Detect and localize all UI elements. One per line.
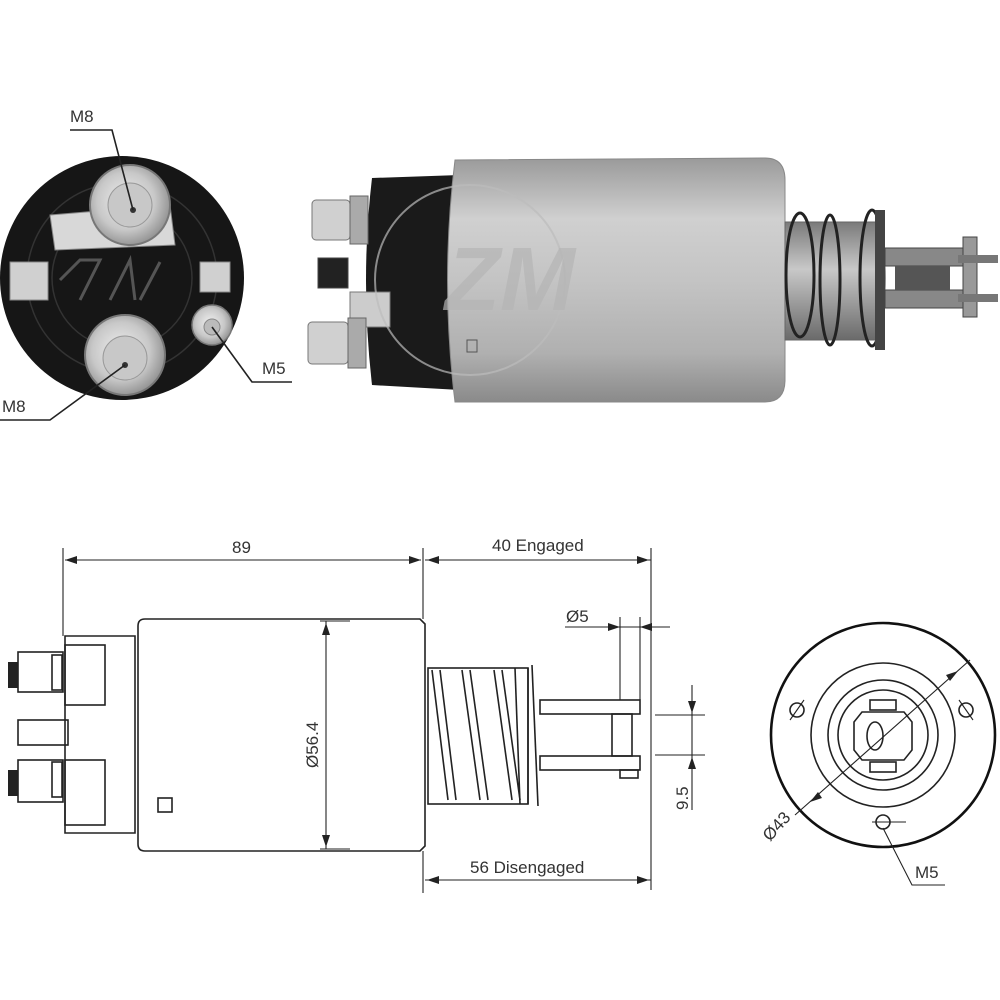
callout-m5: M5 bbox=[262, 359, 286, 378]
dim-body-diameter: Ø56.4 bbox=[303, 722, 322, 768]
right-lug bbox=[199, 261, 231, 293]
side-view-photo: ZM bbox=[307, 157, 998, 403]
callout-m8-bottom: M8 bbox=[2, 397, 26, 416]
dim-mount-thread: M5 bbox=[915, 863, 939, 882]
dim-bolt-circle: Ø43 bbox=[759, 808, 795, 845]
small-square-mark bbox=[466, 339, 478, 353]
drawing-spring bbox=[431, 664, 539, 807]
dim-body-length: 89 bbox=[232, 538, 251, 557]
small-square-mark bbox=[157, 797, 173, 813]
dim-engaged: 40 Engaged bbox=[492, 536, 584, 555]
bolt-hole-right bbox=[958, 702, 974, 718]
dim-fork-gap: 9.5 bbox=[673, 786, 692, 810]
left-lug bbox=[9, 261, 49, 301]
watermark-zm-logo-icon: ZM bbox=[442, 230, 577, 330]
photo-nut-top bbox=[311, 199, 351, 241]
side-view-drawing: 89 40 Engaged Ø56.4 Ø5 9.5 56 Disen bbox=[8, 536, 705, 893]
dim-disengaged: 56 Disengaged bbox=[470, 858, 584, 877]
end-view-photo: M8 M8 M5 bbox=[0, 107, 292, 421]
dim-pin-hole: Ø5 bbox=[566, 607, 589, 626]
watermark-logo-icon bbox=[58, 254, 162, 301]
callout-m8-top: M8 bbox=[70, 107, 94, 126]
end-view-drawing: Ø43 M5 bbox=[759, 621, 997, 886]
photo-nut-bottom bbox=[307, 321, 349, 365]
bolt-hole-left bbox=[789, 702, 805, 718]
